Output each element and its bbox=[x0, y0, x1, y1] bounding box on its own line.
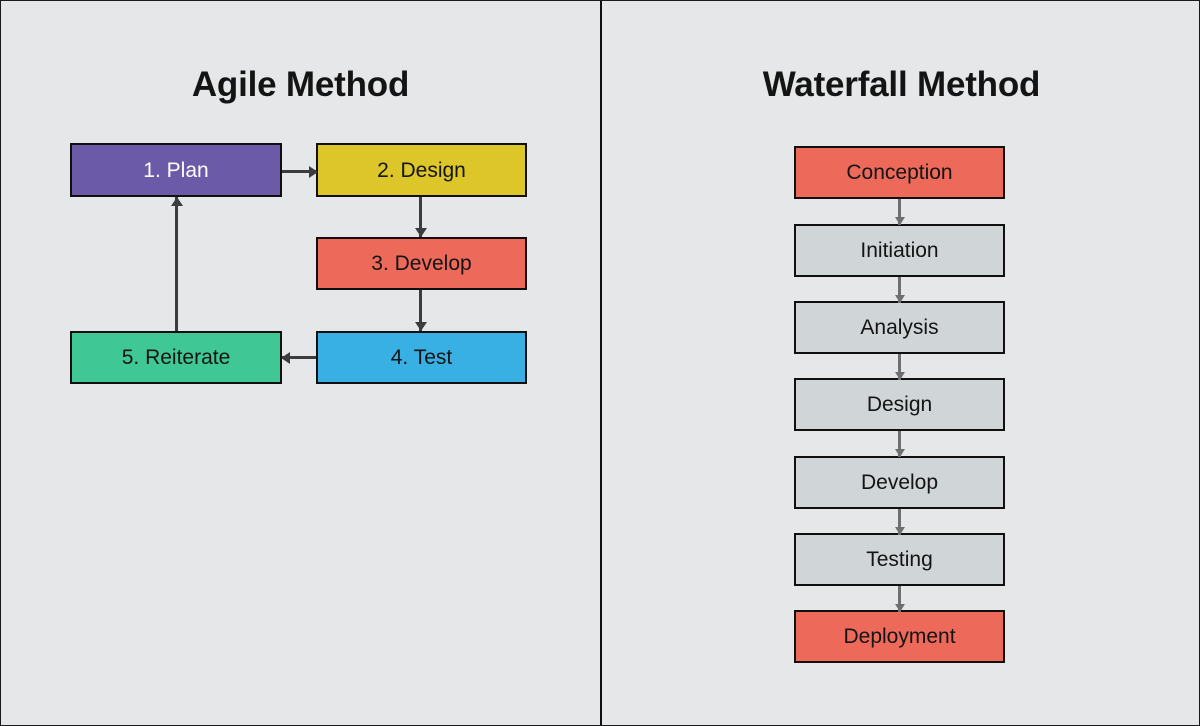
arrow-line bbox=[898, 586, 901, 612]
arrowhead-down-icon bbox=[894, 372, 905, 380]
arrow-line bbox=[282, 170, 316, 173]
agile-node-develop[interactable]: 3. Develop bbox=[316, 237, 527, 290]
waterfall-node-conception[interactable]: Conception bbox=[794, 146, 1005, 199]
arrowhead-down-icon bbox=[894, 449, 905, 457]
arrow-line bbox=[419, 290, 422, 331]
agile-method-title: Agile Method bbox=[191, 65, 410, 104]
agile-node-plan[interactable]: 1. Plan bbox=[70, 143, 282, 197]
agile-node-reiterate[interactable]: 5. Reiterate bbox=[70, 331, 282, 384]
arrowhead-down-icon bbox=[415, 228, 427, 237]
arrowhead-down-icon bbox=[894, 295, 905, 303]
waterfall-node-initiation[interactable]: Initiation bbox=[794, 224, 1005, 277]
arrow-line bbox=[898, 509, 901, 535]
arrow-line bbox=[898, 354, 901, 380]
arrow-line bbox=[898, 431, 901, 457]
waterfall-node-analysis[interactable]: Analysis bbox=[794, 301, 1005, 354]
arrow-line bbox=[898, 199, 901, 225]
arrow-line bbox=[898, 277, 901, 303]
agile-node-design[interactable]: 2. Design bbox=[316, 143, 527, 197]
arrowhead-left-icon bbox=[281, 352, 290, 364]
arrowhead-down-icon bbox=[894, 527, 905, 535]
arrow-line bbox=[282, 356, 316, 359]
agile-node-test[interactable]: 4. Test bbox=[316, 331, 527, 384]
waterfall-node-testing[interactable]: Testing bbox=[794, 533, 1005, 586]
arrowhead-right-icon bbox=[309, 166, 318, 178]
panel-divider bbox=[600, 1, 602, 725]
arrowhead-up-icon bbox=[171, 197, 183, 206]
waterfall-node-design[interactable]: Design bbox=[794, 378, 1005, 431]
arrow-line bbox=[419, 197, 422, 237]
arrowhead-down-icon bbox=[894, 217, 905, 225]
waterfall-method-title: Waterfall Method bbox=[762, 65, 1041, 104]
waterfall-node-develop[interactable]: Develop bbox=[794, 456, 1005, 509]
arrow-line bbox=[175, 197, 178, 331]
arrowhead-down-icon bbox=[894, 604, 905, 612]
waterfall-node-deployment[interactable]: Deployment bbox=[794, 610, 1005, 663]
arrowhead-down-icon bbox=[415, 322, 427, 331]
